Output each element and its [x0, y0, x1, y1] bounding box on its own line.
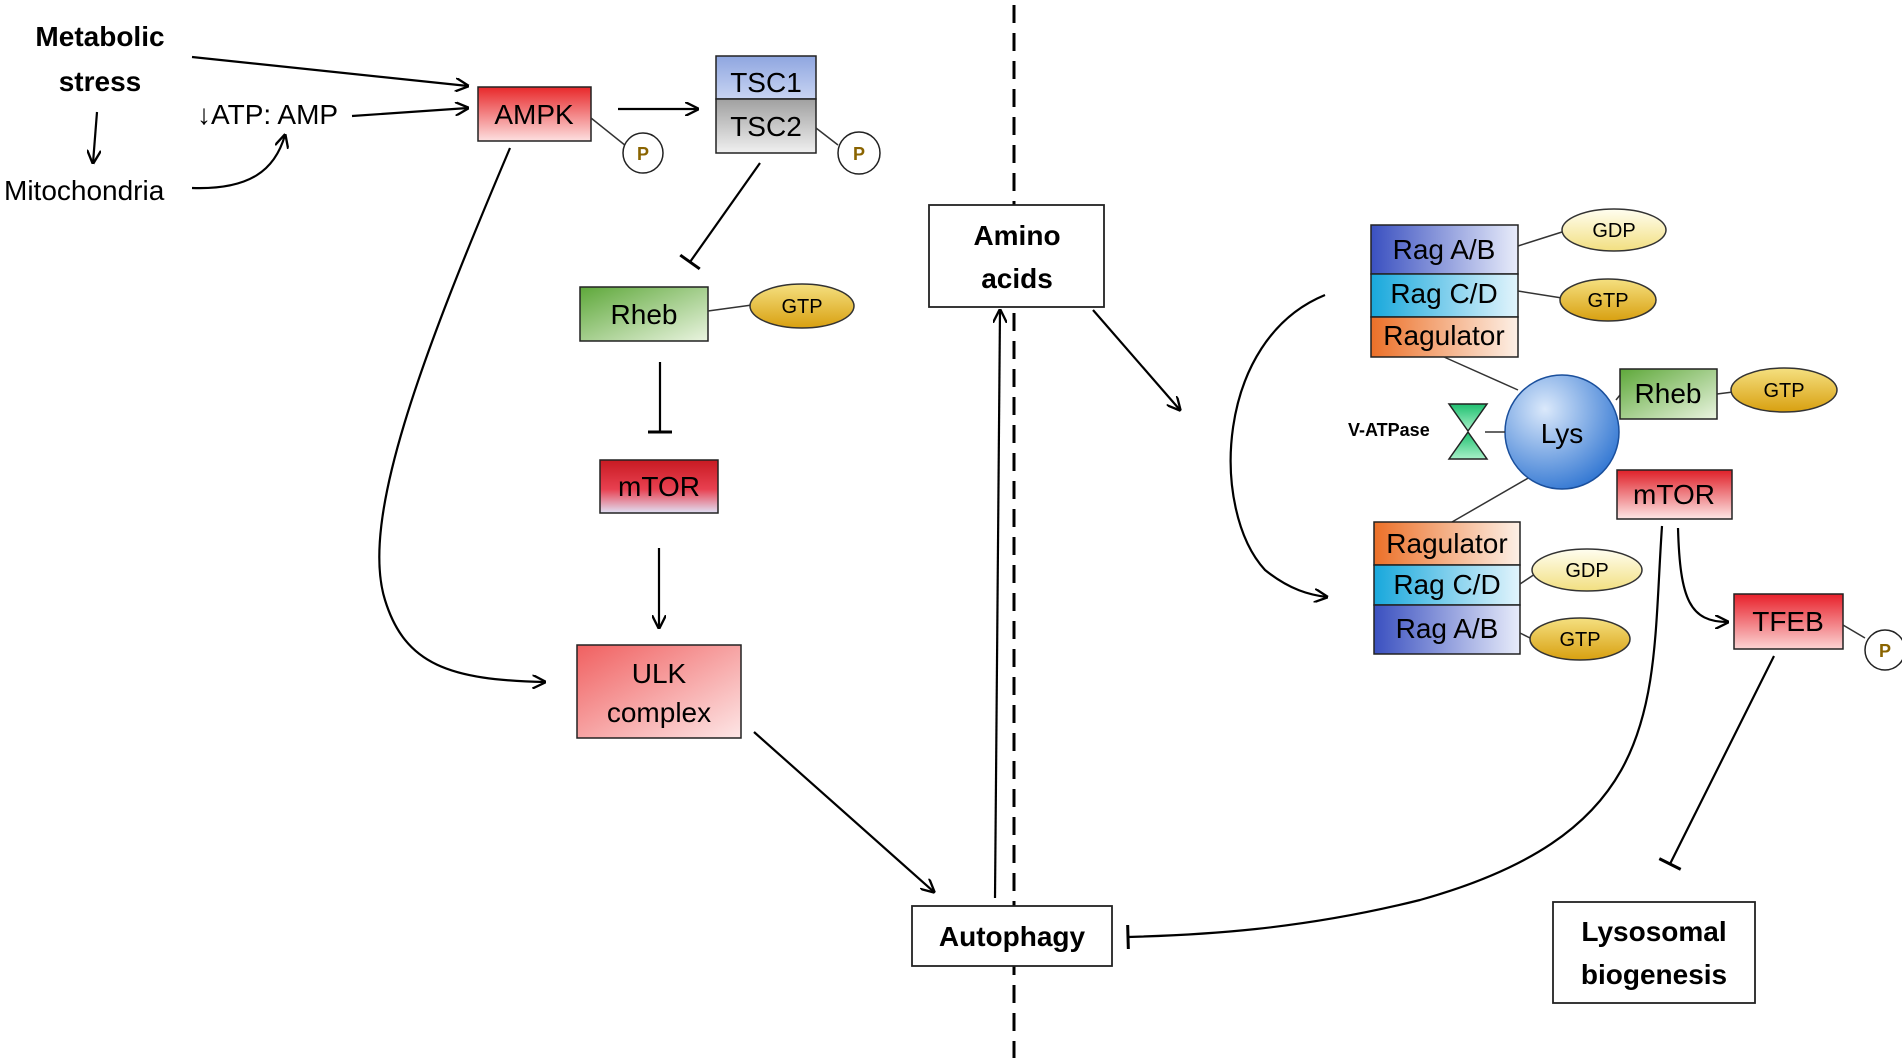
tsc2-box	[715, 98, 817, 154]
atp-amp-label: ↓ATP: AMP	[197, 99, 338, 130]
autophagy-label: Autophagy	[939, 921, 1086, 952]
tsc1-box	[715, 55, 817, 100]
amino-label-line2: acids	[981, 263, 1053, 294]
arrow-amino-to-lysosome	[1092, 309, 1180, 410]
mitochondria-label: Mitochondria	[4, 175, 165, 206]
amino-acids-box	[928, 204, 1105, 308]
rag-ab-top-gdp-icon: GDP	[1561, 208, 1667, 252]
rag-ab-top-box	[1370, 224, 1519, 275]
autophagy-box	[911, 905, 1113, 967]
arrow-rag-cycle	[1229, 293, 1327, 597]
ulk-label-line1: ULK	[632, 658, 687, 689]
inhibit-tsc-to-rheb	[679, 162, 761, 271]
svg-text:P: P	[1879, 641, 1891, 661]
lyso-label-line2: biogenesis	[1581, 959, 1727, 990]
ampk-box	[477, 86, 592, 142]
rag-cd-top-box	[1370, 273, 1519, 318]
inhibit-tfeb-to-biogenesis	[1658, 655, 1775, 871]
tsc2-phosphate-icon: P	[837, 131, 881, 175]
lyso-label-line1: Lysosomal	[1581, 916, 1726, 947]
rag-cd-bottom-label: Rag C/D	[1393, 569, 1500, 600]
mtor-label: mTOR	[618, 471, 700, 502]
arrow-atp-to-ampk	[351, 108, 468, 118]
svg-text:P: P	[637, 144, 649, 164]
arrow-mtor-to-tfeb	[1676, 527, 1728, 622]
rag-cd-top-gtp-icon: GTP	[1559, 278, 1657, 322]
ulk-label-line2: complex	[607, 697, 711, 728]
arrow-ampk-to-ulk	[378, 147, 545, 682]
tfeb-box	[1733, 593, 1844, 650]
lys-rheb-label: Rheb	[1635, 378, 1702, 409]
svg-text:GTP: GTP	[1763, 380, 1804, 402]
rag-ab-top-label: Rag A/B	[1393, 234, 1496, 265]
v-atpase-label: V-ATPase	[1348, 420, 1430, 440]
lys-label: Lys	[1541, 418, 1584, 449]
lys-mtor-box	[1616, 469, 1733, 520]
mtor-box	[599, 459, 719, 514]
v-atpase-icon	[1447, 403, 1489, 460]
tfeb-phosphate-icon: P	[1864, 629, 1902, 671]
svg-text:GTP: GTP	[1559, 629, 1600, 651]
amino-label-line1: Amino	[973, 220, 1060, 251]
arrow-stress-to-mitochondria	[93, 111, 97, 163]
ulk-complex-box	[576, 644, 742, 739]
svg-text:P: P	[853, 144, 865, 164]
svg-text:GDP: GDP	[1565, 560, 1608, 582]
tsc2-label: TSC2	[730, 111, 802, 142]
lys-rheb-gtp-icon: GTP	[1730, 367, 1838, 413]
ampk-phosphate-icon: P	[622, 132, 664, 174]
inhibit-mtor-to-autophagy	[1126, 525, 1664, 950]
arrow-stress-to-ampk	[191, 55, 468, 86]
rheb-label: Rheb	[611, 299, 678, 330]
arrow-autophagy-to-amino	[995, 310, 1000, 899]
arrow-ulk-to-autophagy	[753, 731, 934, 892]
svg-text:GTP: GTP	[1587, 290, 1628, 312]
lys-rheb-box	[1619, 368, 1718, 420]
rag-ab-bottom-label: Rag A/B	[1396, 613, 1499, 644]
rheb-gtp-icon: GTP	[749, 283, 855, 329]
ampk-label: AMPK	[494, 99, 574, 130]
rag-ab-bottom-gtp-icon: GTP	[1529, 617, 1631, 661]
lysosomal-biogenesis-box	[1552, 901, 1756, 1004]
arrow-mitochondria-to-atp	[191, 135, 285, 190]
rag-cd-bottom-box	[1373, 564, 1521, 606]
rag-cd-bottom-gdp-icon: GDP	[1531, 548, 1643, 592]
lys-mtor-label: mTOR	[1633, 479, 1715, 510]
ragulator-bottom-box	[1373, 521, 1521, 566]
rag-ab-bottom-box	[1373, 604, 1521, 655]
tsc1-label: TSC1	[730, 67, 802, 98]
ragulator-bottom-label: Ragulator	[1386, 528, 1507, 559]
svg-text:GTP: GTP	[781, 296, 822, 318]
rheb-box	[579, 286, 709, 342]
tfeb-label: TFEB	[1752, 606, 1824, 637]
rag-cd-top-label: Rag C/D	[1390, 278, 1497, 309]
ragulator-top-label: Ragulator	[1383, 320, 1504, 351]
svg-text:GDP: GDP	[1592, 220, 1635, 242]
